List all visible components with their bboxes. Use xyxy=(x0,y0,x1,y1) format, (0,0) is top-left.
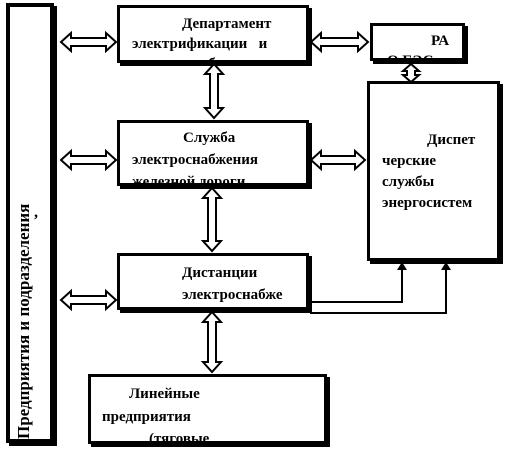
distance-line-1: Дистанции xyxy=(182,265,258,281)
arrow-left-panel-department xyxy=(59,30,118,54)
ra-line-1: РА xyxy=(431,33,450,49)
arrow-left-panel-distance xyxy=(59,288,118,312)
arrow-service-dispatch xyxy=(309,148,367,172)
linear-line-1: Линейные xyxy=(129,386,200,402)
department-line-3: электроснабжения xyxy=(132,55,258,60)
arrow-distance-linear xyxy=(200,310,224,374)
enterprises-divisions-panel: Предприятия и подразделения , xyxy=(6,3,54,443)
department-box: Департамент электрификации и электроснаб… xyxy=(117,5,309,63)
power-distance-box: Дистанции электроснабже xyxy=(117,253,309,310)
linear-enterprises-box: Линейные предприятия (тяговые xyxy=(88,374,327,444)
service-line-2: электроснабжения xyxy=(132,152,258,168)
ra-box: РА О ЕЭС xyxy=(370,23,465,61)
arrow-service-distance xyxy=(200,186,224,253)
dispatch-line-3: службы xyxy=(382,174,435,190)
department-line-2: электрификации и xyxy=(132,36,268,52)
arrowhead-dispatch-b xyxy=(441,262,451,270)
power-supply-service-box: Служба электроснабжения железной дороги xyxy=(117,120,309,186)
enterprises-divisions-label: Предприятия и подразделения xyxy=(14,203,33,439)
dispatch-line-4: энергосистем xyxy=(382,195,473,211)
service-line-1: Служба xyxy=(183,130,236,146)
ra-line-2: О ЕЭС xyxy=(387,53,434,61)
line-distance-dispatch-a xyxy=(310,268,403,303)
arrowhead-dispatch-a xyxy=(397,262,407,270)
dispatch-line-1: Диспет xyxy=(427,132,476,148)
line-distance-dispatch-b xyxy=(310,265,447,314)
arrow-department-ra xyxy=(309,30,370,54)
department-line-1: Департамент xyxy=(182,16,272,32)
dispatch-services-box: Диспет черские службы энергосистем xyxy=(367,81,500,261)
arrow-ra-dispatch xyxy=(400,62,422,84)
enterprises-divisions-mark: , xyxy=(34,204,38,221)
dispatch-line-2: черские xyxy=(382,153,437,169)
service-line-3: железной дороги xyxy=(132,174,246,186)
arrow-department-service xyxy=(202,62,226,120)
distance-line-2: электроснабже xyxy=(182,287,283,303)
linear-line-2: предприятия xyxy=(102,409,191,425)
arrow-left-panel-service xyxy=(59,148,118,172)
linear-line-3: (тяговые xyxy=(149,431,210,444)
